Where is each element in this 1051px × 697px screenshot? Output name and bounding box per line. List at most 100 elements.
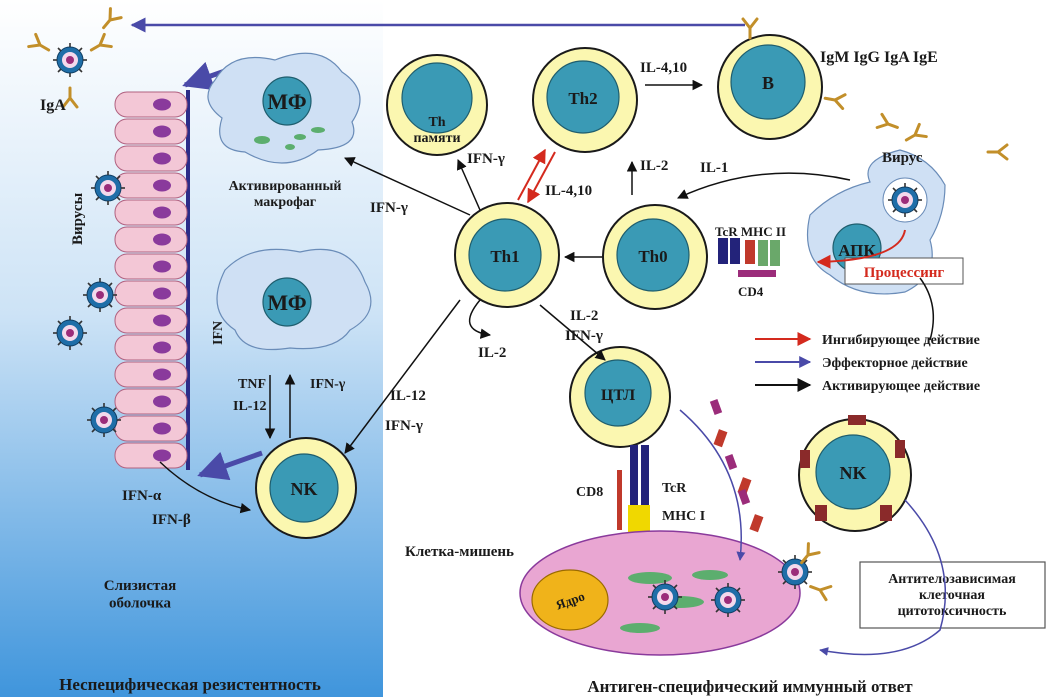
th2-nucleus: [546, 60, 620, 134]
target-cell-label: Клетка-мишень: [405, 544, 514, 560]
text-line: памяти: [413, 131, 460, 146]
th2-label: Th2: [568, 89, 597, 108]
epithelial-nucleus: [153, 422, 171, 435]
ctl-receptors: [617, 445, 650, 533]
epithelial-nucleus: [153, 260, 171, 273]
epithelial-nucleus: [153, 206, 171, 219]
ifng-nk-label: IFN-γ: [385, 418, 423, 434]
epithelial-cell: [114, 415, 188, 442]
legend-arrows: [755, 332, 812, 392]
epithelial-nucleus: [153, 125, 171, 138]
epithelial-nucleus: [153, 287, 171, 300]
antibody-icon: [741, 17, 759, 40]
adcc-box: [859, 561, 1046, 629]
epithelial-cell: [114, 145, 188, 172]
b-label: B: [762, 73, 774, 93]
nk-receptors: [800, 415, 905, 521]
perforin-granules: [709, 399, 751, 505]
ifnb-label: IFN-β: [152, 512, 191, 528]
text-line: оболочка: [109, 595, 172, 611]
text-line: Активированный: [229, 179, 342, 194]
cd4-label: CD4: [738, 284, 764, 299]
epithelial-nucleus: [153, 179, 171, 192]
virus-icon: [52, 315, 88, 351]
epithelial-nucleus: [153, 233, 171, 246]
il2-th1-label: IL-2: [478, 345, 506, 361]
ifna-label: IFN-α: [122, 488, 162, 504]
antibody-icon: [875, 112, 902, 136]
epithelial-cell: [114, 361, 188, 388]
antibody-icon: [901, 122, 928, 148]
epithelial-nucleus: [153, 152, 171, 165]
tcr-label: TcR: [662, 481, 687, 496]
epithelial-cell: [114, 280, 188, 307]
virus-icon: [887, 182, 923, 218]
il4-10-top-label: IL-4,10: [640, 60, 687, 76]
legend-inhibitory-label: Ингибирующее действие: [822, 333, 980, 348]
antibody-icon: [986, 143, 1009, 161]
text-line: Слизистая: [104, 578, 176, 594]
epithelial-cell: [114, 91, 188, 118]
right-title: Антиген-специфический иммунный ответ: [587, 677, 913, 696]
mf-mid-nucleus: [262, 277, 312, 327]
ifn-vertical-label: IFN: [211, 321, 226, 345]
nk-left-label: NK: [291, 479, 318, 499]
il2-th0-label: IL-2: [640, 158, 668, 174]
epithelial-cell: [114, 442, 188, 469]
th1-label: Th1: [490, 247, 519, 266]
mhc1-label: MHC I: [662, 509, 705, 524]
th-memory-nucleus: [401, 62, 473, 134]
immunoglobulins-label: IgM IgG IgA IgE: [820, 49, 938, 66]
nk-right-label: NK: [840, 463, 867, 483]
viruses-vertical-label: Вирусы: [70, 193, 86, 245]
tcr-mhc2-complex: [718, 238, 780, 277]
activating-arrows: [159, 79, 935, 514]
target-nucleus: [531, 569, 609, 631]
virus-icon: [777, 554, 813, 590]
th0-label: Th0: [638, 247, 667, 266]
tcr-mhc2-label: TcR MHC II: [715, 224, 786, 239]
epithelial-nucleus: [153, 449, 171, 462]
iga-left-label: IgA: [40, 97, 66, 114]
legend-effector-label: Эффекторное действие: [822, 356, 968, 371]
labels: IgA IgM IgG IgA IgE IL-4,10 IFN-γ IL-4,1…: [40, 49, 980, 696]
epithelial-nucleus: [153, 368, 171, 381]
effector-arrow-nk-to-epithelium: [197, 450, 263, 481]
epithelial-cell: [114, 253, 188, 280]
apc-label: АПК: [838, 241, 876, 260]
epithelial-nucleus: [153, 314, 171, 327]
epithelial-cell: [114, 226, 188, 253]
epithelial-nucleus: [153, 341, 171, 354]
text-line: клеточная: [919, 588, 985, 603]
il2-ctl-label: IL-2: [570, 308, 598, 324]
il12-nk-label: IL-12: [390, 388, 426, 404]
left-title: Неспецифическая резистентность: [59, 675, 321, 694]
text-line: Антителозависимая: [888, 572, 1016, 587]
epithelial-cell: [114, 307, 188, 334]
basement-membrane: [186, 90, 190, 470]
epithelial-cell: [114, 388, 188, 415]
inhibitory-arrows: [517, 148, 906, 269]
b-nucleus: [730, 44, 806, 120]
epithelial-cell: [114, 118, 188, 145]
epithelial-cell: [114, 172, 188, 199]
epithelial-nucleus: [153, 98, 171, 111]
antibody-icon: [822, 89, 847, 110]
th1-nucleus: [468, 218, 542, 292]
processing-box: [844, 257, 964, 285]
il1-label: IL-1: [700, 160, 728, 176]
virus-icon: [710, 582, 746, 618]
il12-mf-label: IL-12: [233, 399, 266, 414]
ifng-mf-label: IFN-γ: [310, 377, 346, 392]
ifng-macrophage-label: IFN-γ: [370, 200, 408, 216]
virus-icon: [647, 579, 683, 615]
nk-left-nucleus: [269, 453, 339, 523]
nk-right-nucleus: [815, 434, 891, 510]
text-line: макрофаг: [254, 195, 316, 210]
cd8-label: CD8: [576, 485, 603, 500]
